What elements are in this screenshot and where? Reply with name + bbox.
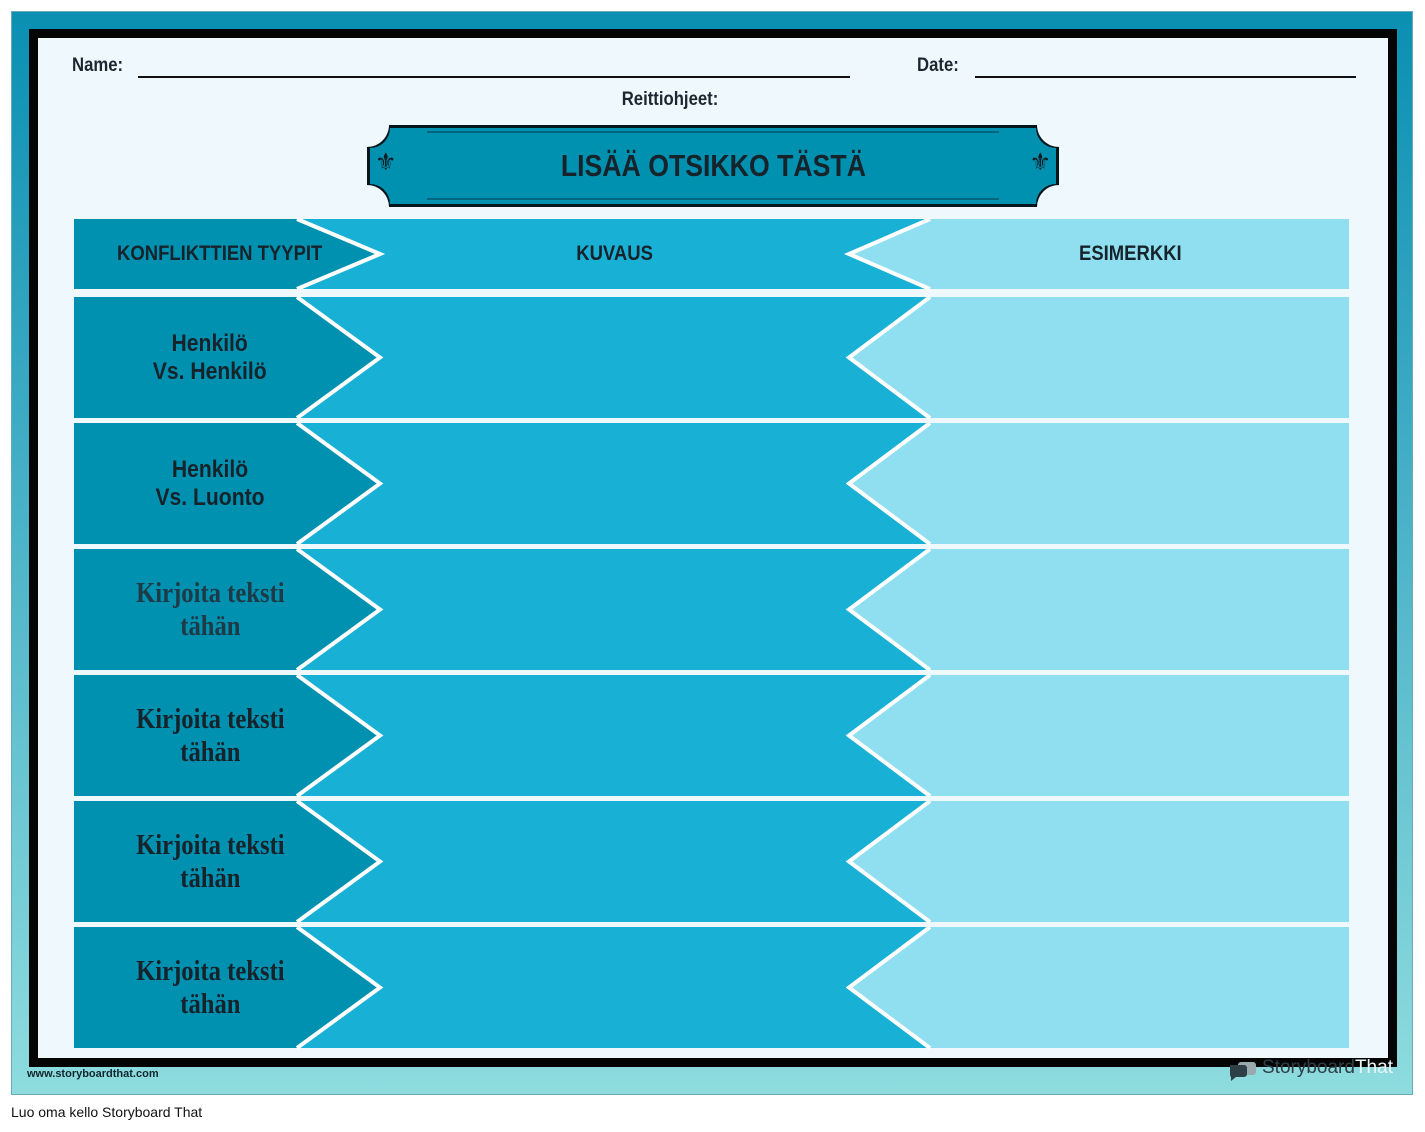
- row-4-type-cell: [74, 675, 380, 796]
- row-2-chevron-left: [845, 421, 932, 546]
- worksheet-title[interactable]: LISÄÄ OTSIKKO TÄSTÄ: [560, 148, 866, 183]
- header-type-cell: [74, 219, 380, 289]
- row-4-chevron-right: [295, 673, 384, 798]
- row-2-description-cell: [297, 423, 930, 544]
- row-example-input[interactable]: [950, 555, 1340, 664]
- flourish-left-icon: ⚜: [375, 149, 397, 176]
- row-5-chevron-right: [295, 799, 384, 924]
- row-5-description-cell: [297, 801, 930, 922]
- brand-part1: Storyboard: [1262, 1057, 1355, 1078]
- row-3-example-cell: [849, 549, 1349, 670]
- row-2-type-cell: [74, 423, 380, 544]
- header-example-cell: [849, 219, 1349, 289]
- page-caption: Luo oma kello Storyboard That: [11, 1104, 203, 1120]
- header-description-cell: [297, 219, 930, 289]
- instructions-label: Reittiohjeet:: [621, 89, 719, 110]
- flourish-right-icon: ⚜: [1029, 149, 1051, 176]
- row-6-type-cell: [74, 927, 380, 1048]
- row-3-type-cell: [74, 549, 380, 670]
- header-chevron-right: [296, 217, 386, 291]
- row-2-chevron-right: [295, 421, 384, 546]
- header-conflict-types: KONFLIKTTIEN TYYPIT: [117, 242, 323, 265]
- row-5-type-cell: [74, 801, 380, 922]
- row-1-description-cell: [297, 297, 930, 418]
- row-example-input[interactable]: [950, 807, 1340, 916]
- row-description-input[interactable]: [400, 933, 830, 1042]
- speech-bubble-icon: [1230, 1062, 1256, 1081]
- row-type-label[interactable]: Henkilö Vs. Henkilö: [153, 329, 267, 385]
- row-1-chevron-right: [295, 295, 384, 420]
- row-1-chevron-left: [845, 295, 932, 420]
- row-example-input[interactable]: [950, 303, 1340, 412]
- row-example-input[interactable]: [950, 429, 1340, 538]
- row-description-input[interactable]: [400, 807, 830, 916]
- title-banner: ⚜ ⚜ LISÄÄ OTSIKKO TÄSTÄ: [365, 123, 1061, 209]
- banner-shape: [367, 125, 1059, 207]
- date-line[interactable]: [975, 76, 1356, 78]
- row-description-input[interactable]: [400, 303, 830, 412]
- row-6-example-cell: [849, 927, 1349, 1048]
- brand-part2: That: [1354, 1057, 1393, 1078]
- row-type-label[interactable]: Kirjoita teksti tähän: [135, 829, 285, 894]
- storyboardthat-logo: StoryboardThat: [1226, 1057, 1401, 1083]
- row-2-example-cell: [849, 423, 1349, 544]
- name-label: Name:: [72, 55, 124, 76]
- row-description-input[interactable]: [400, 681, 830, 790]
- row-6-chevron-right: [295, 925, 384, 1050]
- row-type-label[interactable]: Kirjoita teksti tähän: [135, 577, 285, 642]
- row-3-chevron-left: [845, 547, 932, 672]
- name-line[interactable]: [138, 76, 850, 78]
- row-4-chevron-left: [845, 673, 932, 798]
- row-4-example-cell: [849, 675, 1349, 796]
- row-example-input[interactable]: [950, 933, 1340, 1042]
- row-3-chevron-right: [295, 547, 384, 672]
- row-type-label[interactable]: Kirjoita teksti tähän: [135, 955, 285, 1020]
- row-type-label[interactable]: Henkilö Vs. Luonto: [155, 455, 265, 511]
- footer-url: www.storyboardthat.com: [27, 1068, 159, 1080]
- row-1-example-cell: [849, 297, 1349, 418]
- row-5-chevron-left: [845, 799, 932, 924]
- row-description-input[interactable]: [400, 555, 830, 664]
- row-example-input[interactable]: [950, 681, 1340, 790]
- header-example: ESIMERKKI: [1078, 242, 1182, 265]
- header-description: KUVAUS: [576, 242, 654, 265]
- row-1-type-cell: [74, 297, 380, 418]
- row-6-chevron-left: [845, 925, 932, 1050]
- row-description-input[interactable]: [400, 429, 830, 538]
- header-chevron-left: [843, 217, 931, 291]
- row-type-label[interactable]: Kirjoita teksti tähän: [135, 703, 285, 768]
- row-5-example-cell: [849, 801, 1349, 922]
- row-3-description-cell: [297, 549, 930, 670]
- date-label: Date:: [917, 55, 959, 76]
- row-4-description-cell: [297, 675, 930, 796]
- row-6-description-cell: [297, 927, 930, 1048]
